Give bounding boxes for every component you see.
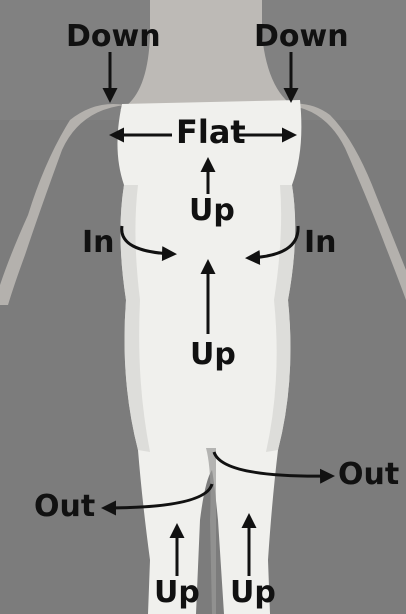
- label-up-chest: Up: [189, 196, 235, 226]
- label-out-left: Out: [34, 492, 95, 522]
- label-out-right: Out: [338, 460, 399, 490]
- label-down-right: Down: [254, 22, 349, 52]
- label-flat: Flat: [176, 116, 246, 148]
- label-in-left: In: [82, 228, 115, 258]
- label-down-left: Down: [66, 22, 161, 52]
- label-in-right: In: [304, 228, 337, 258]
- label-up-torso: Up: [190, 340, 236, 370]
- label-up-leg-left: Up: [154, 578, 200, 608]
- label-up-leg-right: Up: [230, 578, 276, 608]
